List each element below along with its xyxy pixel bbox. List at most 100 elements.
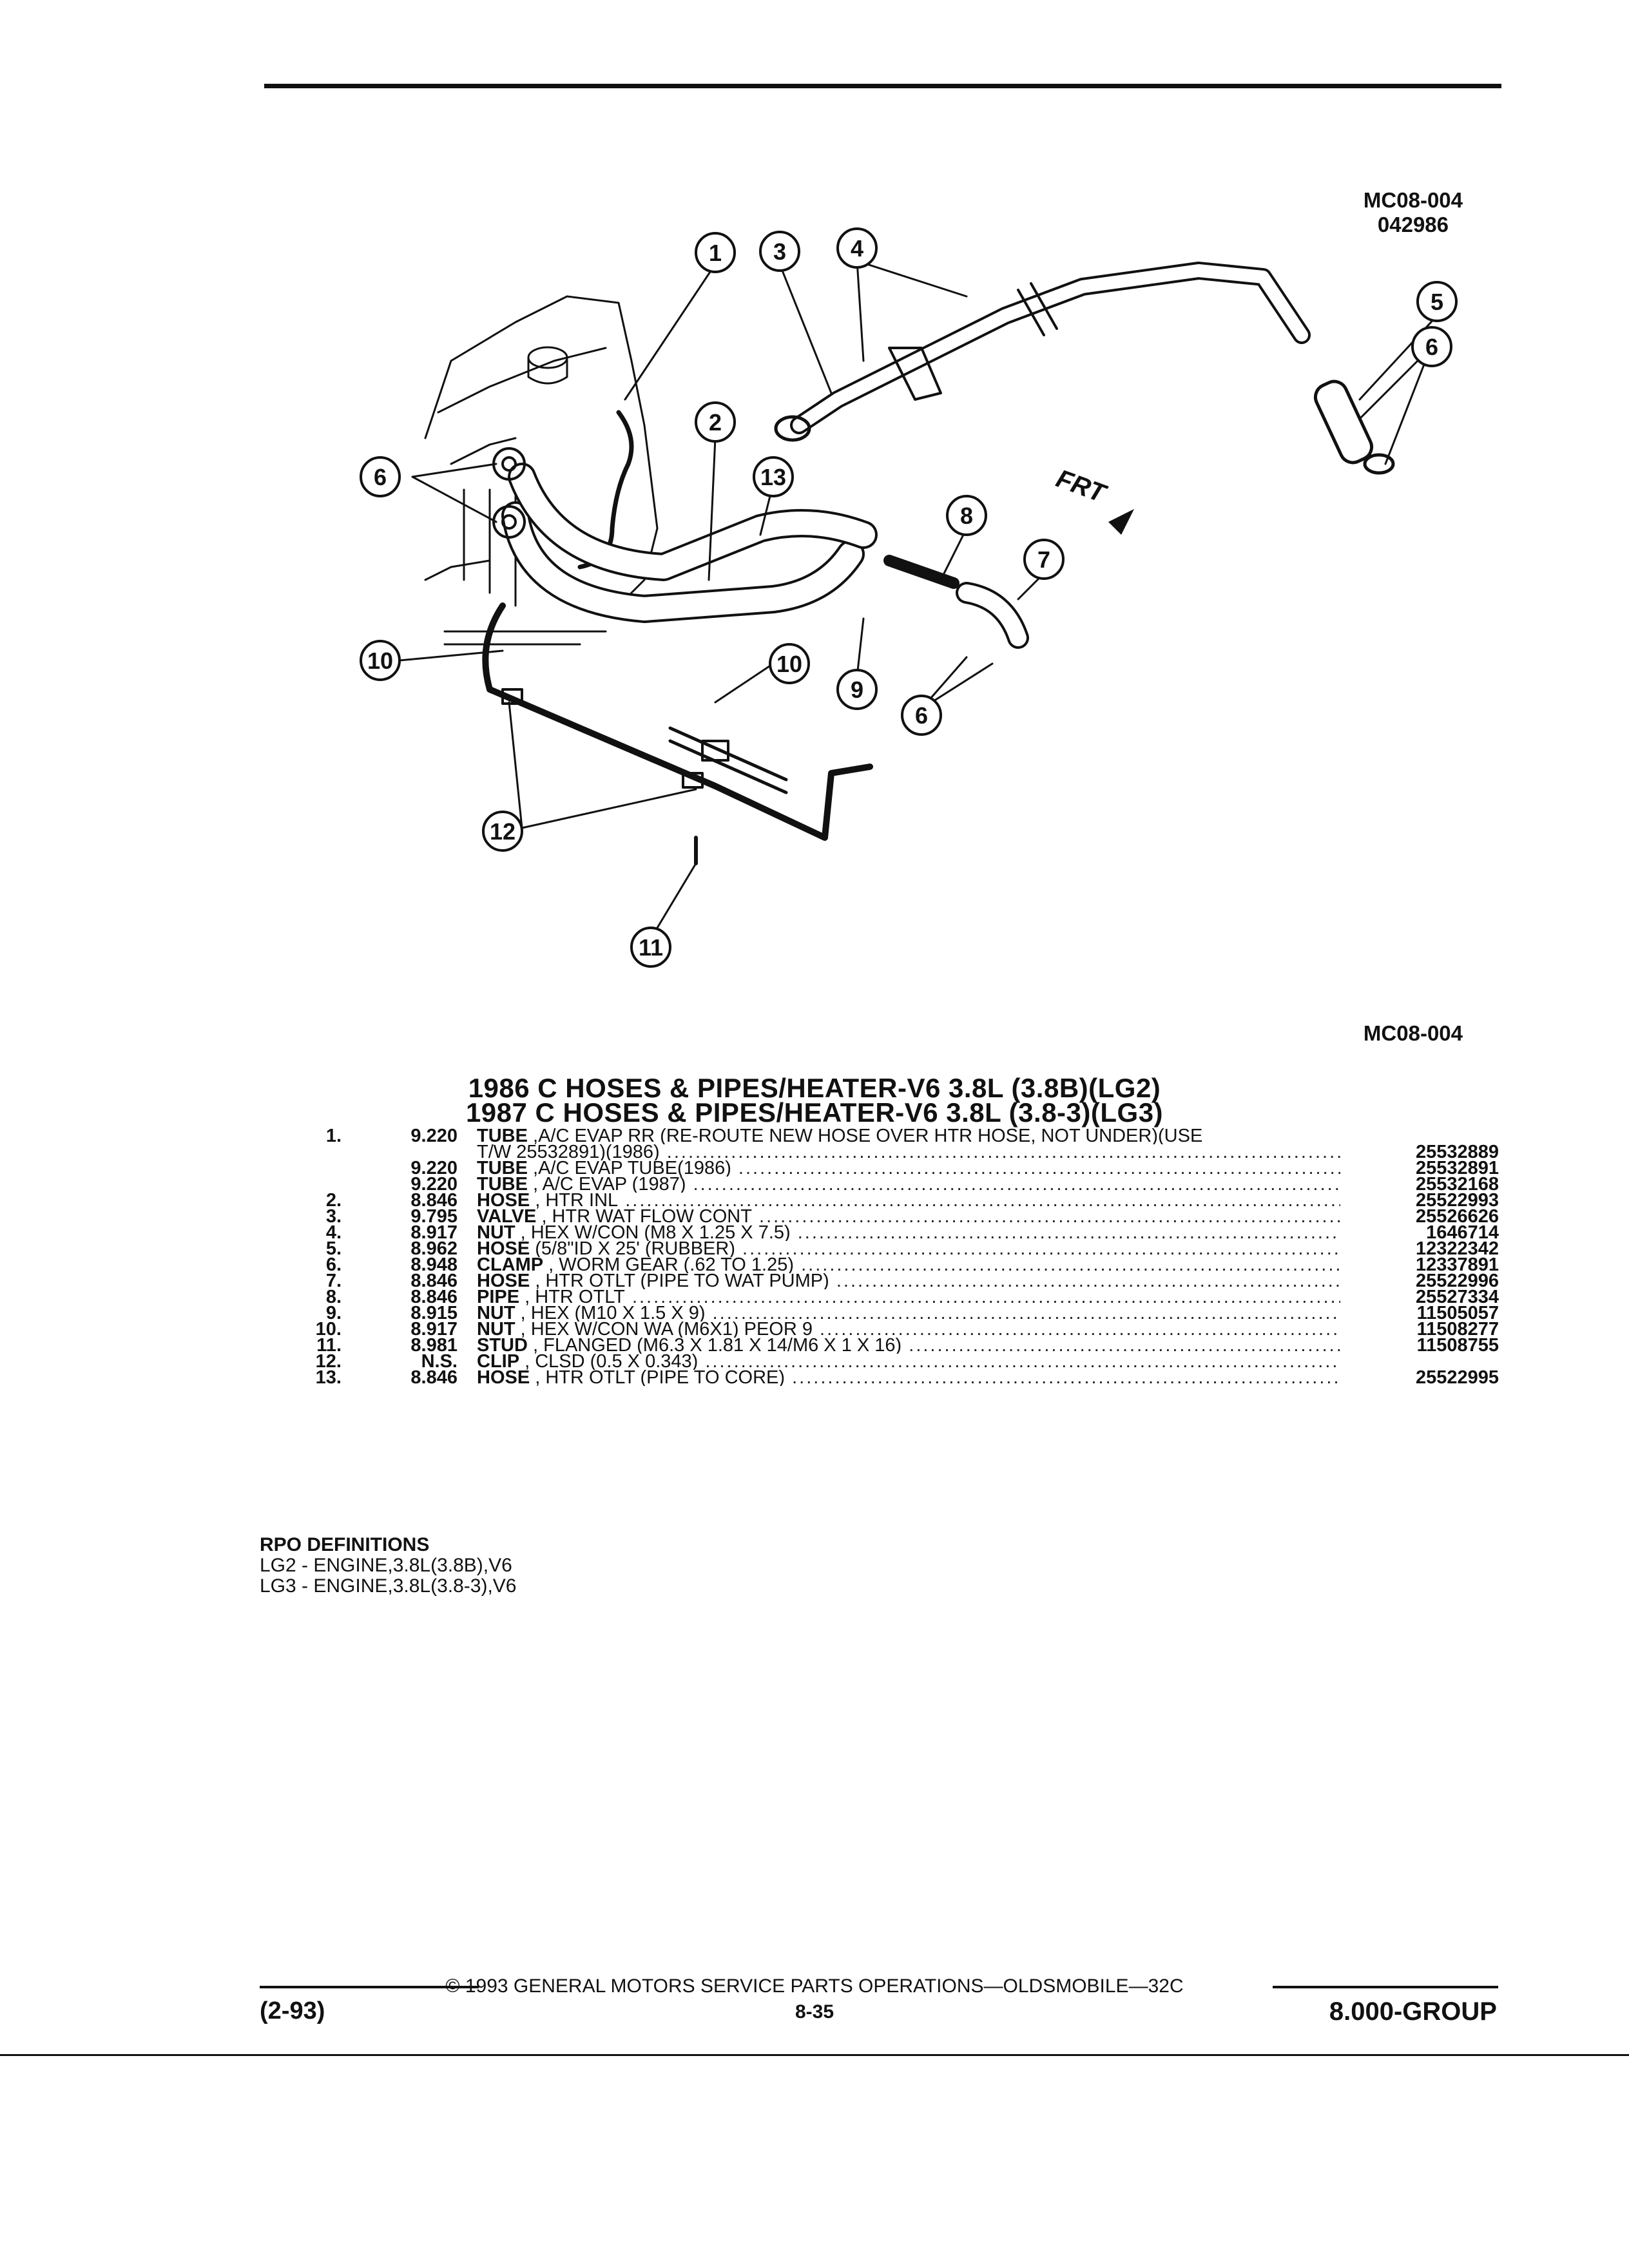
part-row: 9.220 TUBE , A/C EVAP (1987) ............… <box>271 1174 1499 1195</box>
group-number: 8.846 <box>410 1287 458 1307</box>
part-name: TUBE <box>477 1128 528 1144</box>
part-number: 25522993 <box>1415 1190 1499 1211</box>
part-row: 10. 8.917 NUT , HEX W/CON WA (M6X1) PEOR 9… <box>271 1319 1499 1340</box>
footer-date-code: (2-93) <box>260 1997 325 2024</box>
callouts: 1 3 4 5 6 6 6 7 8 9 10 10 11 12 13 2 <box>360 227 1458 968</box>
part-detail: , HEX W/CON (M8 X 1.25 X 7.5) <box>515 1225 791 1241</box>
svg-text:6: 6 <box>915 702 928 729</box>
part-number: 25532891 <box>1415 1158 1499 1178</box>
part-name: HOSE <box>477 1241 530 1257</box>
svg-text:6: 6 <box>1425 334 1438 360</box>
part-number: 25522996 <box>1415 1271 1499 1291</box>
part-detail: T/W 25532891)(1986) <box>477 1144 660 1160</box>
figure-code: MC08-004 <box>1363 188 1463 212</box>
part-name: TUBE <box>477 1160 528 1177</box>
callout-13: 13 <box>753 456 794 497</box>
group-number: 8.917 <box>410 1319 458 1340</box>
group-number: N.S. <box>421 1351 458 1372</box>
item-number: 10. <box>315 1319 342 1340</box>
item-number: 13. <box>315 1367 342 1388</box>
group-number: 9.220 <box>410 1158 458 1178</box>
part-description: NUT , HEX (M10 X 1.5 X 9) ..............… <box>477 1305 1340 1321</box>
group-number: 8.846 <box>410 1190 458 1211</box>
part-description: T/W 25532891)(1986) ....................… <box>477 1144 1340 1160</box>
section-title-1986: 1986 C HOSES & PIPES/HEATER-V6 3.8L (3.8… <box>468 1073 1161 1103</box>
item-number: 7. <box>325 1271 342 1291</box>
callout-9: 9 <box>836 669 878 710</box>
part-description: CLIP , CLSD (0.5 X 0.343) ..............… <box>477 1354 1340 1370</box>
part-description: TUBE , A/C EVAP (1987) .................… <box>477 1177 1340 1193</box>
footer-group: 8.000-GROUP <box>1329 1997 1497 2026</box>
figure-date: 042986 <box>1377 213 1449 236</box>
callout-7: 7 <box>1023 539 1065 580</box>
rpo-definitions: RPO DEFINITIONS LG2 - ENGINE,3.8L(3.8B),… <box>260 1535 517 1597</box>
part-number: 25532889 <box>1415 1142 1499 1162</box>
callout-6a: 6 <box>1411 326 1452 367</box>
callout-5: 5 <box>1416 281 1458 322</box>
callout-4: 4 <box>836 227 878 269</box>
item-number: 11. <box>316 1335 342 1356</box>
leader-dots: ........................................… <box>759 1209 1340 1225</box>
part-name: HOSE <box>477 1370 530 1386</box>
callout-12: 12 <box>482 811 523 852</box>
svg-text:1: 1 <box>709 240 722 266</box>
part-detail: (5/8"ID X 25' (RUBBER) <box>530 1241 735 1257</box>
rpo-item: LG2 - ENGINE,3.8L(3.8B),V6 <box>260 1555 512 1576</box>
leader-dots: ........................................… <box>625 1193 1340 1209</box>
part-detail: , HEX W/CON WA (M6X1) PEOR 9 <box>515 1321 813 1338</box>
part-number: 25532168 <box>1415 1174 1499 1195</box>
svg-text:11: 11 <box>639 934 663 961</box>
svg-text:12: 12 <box>490 818 516 845</box>
item-number: 12. <box>315 1351 342 1372</box>
leader-dots: ........................................… <box>631 1289 1340 1305</box>
part-description: NUT , HEX W/CON WA (M6X1) PEOR 9 .......… <box>477 1321 1340 1338</box>
part-description: HOSE , HTR OTLT (PIPE TO WAT PUMP) .....… <box>477 1273 1340 1289</box>
svg-text:10: 10 <box>367 648 393 674</box>
figure-code-block: MC08-004 042986 <box>1364 188 1463 237</box>
part-description: TUBE ,A/C EVAP TUBE(1986) ..............… <box>477 1160 1340 1177</box>
part-number: 25526626 <box>1415 1206 1499 1227</box>
callout-6b: 6 <box>360 456 401 497</box>
ac-lower-pipe <box>482 602 873 841</box>
part-description: VALVE , HTR WAT FLOW CONT ..............… <box>477 1209 1340 1225</box>
exploded-parts-diagram: 1 3 4 5 6 6 6 7 8 9 10 10 11 12 13 2 FRT <box>360 227 1458 968</box>
hose-clamps-engine <box>492 447 526 539</box>
part-number: 12322342 <box>1415 1238 1499 1259</box>
part-row: 9.220 TUBE ,A/C EVAP TUBE(1986) .........… <box>271 1158 1499 1178</box>
callout-1: 1 <box>695 232 736 273</box>
part-detail: , A/C EVAP (1987) <box>527 1177 686 1193</box>
rpo-item: LG3 - ENGINE,3.8L(3.8-3),V6 <box>260 1575 517 1597</box>
footer-rule-left <box>260 1986 479 1988</box>
section-title-1987: 1987 C HOSES & PIPES/HEATER-V6 3.8L (3.8… <box>465 1097 1164 1128</box>
part-detail: , WORM GEAR (.62 TO 1.25) <box>543 1257 795 1273</box>
part-description: HOSE , HTR INL .........................… <box>477 1193 1340 1209</box>
part-name: PIPE <box>477 1289 520 1305</box>
item-number: 5. <box>325 1238 342 1259</box>
leader-dots: ........................................… <box>792 1370 1340 1386</box>
part-detail: , HEX (M10 X 1.5 X 9) <box>515 1305 706 1321</box>
leader-dots: ........................................… <box>693 1177 1340 1193</box>
leader-dots: ........................................… <box>712 1305 1340 1321</box>
part-name: CLIP <box>477 1354 520 1370</box>
group-number: 8.962 <box>410 1238 458 1259</box>
part-number: 11508755 <box>1416 1335 1499 1356</box>
group-number: 8.948 <box>410 1254 458 1275</box>
group-number: 9.220 <box>410 1174 458 1195</box>
part-number: 11505057 <box>1416 1303 1499 1323</box>
rubber-hose-5 <box>1313 380 1395 475</box>
part-row: 12. N.S. CLIP , CLSD (0.5 X 0.343) .......… <box>271 1351 1499 1372</box>
svg-text:4: 4 <box>851 235 863 262</box>
item-number: 9. <box>325 1303 342 1323</box>
part-number: 12337891 <box>1415 1254 1499 1275</box>
svg-text:3: 3 <box>773 238 786 265</box>
part-detail: , HTR INL <box>530 1193 619 1209</box>
leader-dots: ........................................… <box>797 1225 1340 1241</box>
bottom-rule <box>0 2054 1629 2056</box>
